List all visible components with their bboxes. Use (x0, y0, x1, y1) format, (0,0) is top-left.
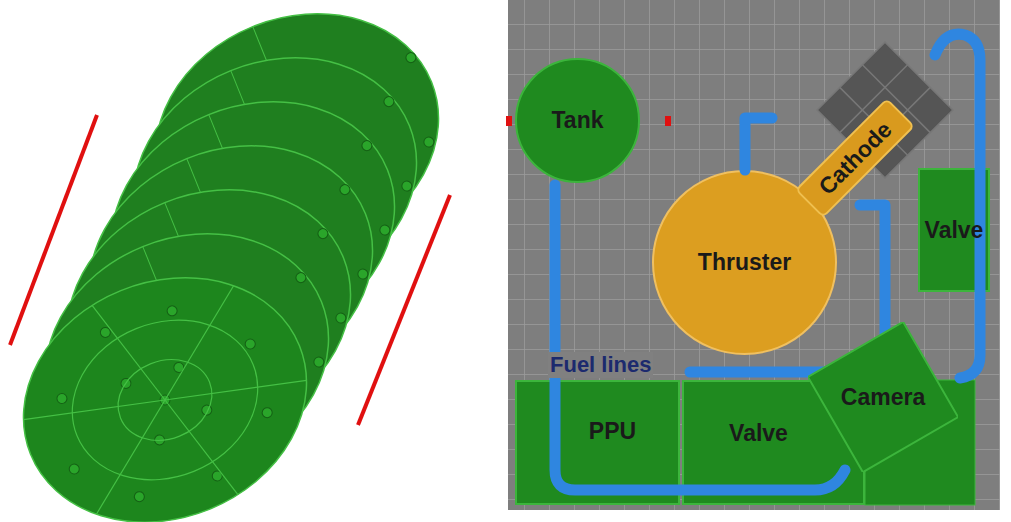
fuel-line (935, 34, 980, 378)
bolt-dot (312, 356, 325, 369)
cylinder-part (66, 400, 195, 514)
tank-circle: Tank (515, 58, 640, 183)
bolt-dot (261, 406, 274, 419)
bolt-dot (200, 404, 213, 417)
bolt-dot (244, 337, 257, 350)
bolt-dot (133, 490, 146, 503)
cylinder-stack (0, 0, 476, 522)
bolt-dot (378, 224, 391, 237)
cylinder-part (165, 388, 238, 507)
part-label: Camera (841, 384, 925, 411)
bolt-dot (338, 183, 351, 196)
cylinder-part (165, 348, 307, 432)
grid-panel (508, 0, 1000, 510)
fuel-lines-label: Fuel lines (548, 352, 653, 378)
bolt-dot (400, 180, 413, 193)
tank-mount (665, 116, 671, 126)
bolt-dot (68, 463, 81, 476)
cylinder-part (135, 286, 264, 400)
fuel-line (690, 205, 885, 372)
cylinder-part (0, 236, 344, 522)
red-edge-line (358, 195, 450, 425)
red-edge-line (10, 115, 97, 345)
bolt-dot (360, 139, 373, 152)
camera-box: Camera (808, 322, 958, 472)
bolt-dot (316, 227, 329, 240)
bolt-dot (422, 136, 435, 149)
cylinder-part (92, 293, 165, 412)
fuel-line (555, 185, 845, 490)
tank-mount (506, 116, 512, 126)
cylinder-part (23, 368, 165, 452)
bolt-dot (211, 469, 224, 482)
part-label: Valve (729, 420, 788, 447)
bolt-dot (294, 271, 307, 284)
cylinder-disc (0, 236, 344, 522)
bolt-dot (356, 268, 369, 281)
part-label: Tank (552, 107, 604, 134)
part-label: PPU (589, 418, 636, 445)
bolt-dot (382, 95, 395, 108)
fuel-line (745, 118, 772, 170)
part-label: Valve (925, 217, 984, 244)
bolt-dot (166, 304, 179, 317)
part-label: Thruster (698, 249, 791, 276)
bolt-dot (334, 312, 347, 325)
bolt-dot (404, 51, 417, 64)
bolt-dot (55, 392, 68, 405)
bolt-dot (172, 361, 185, 374)
